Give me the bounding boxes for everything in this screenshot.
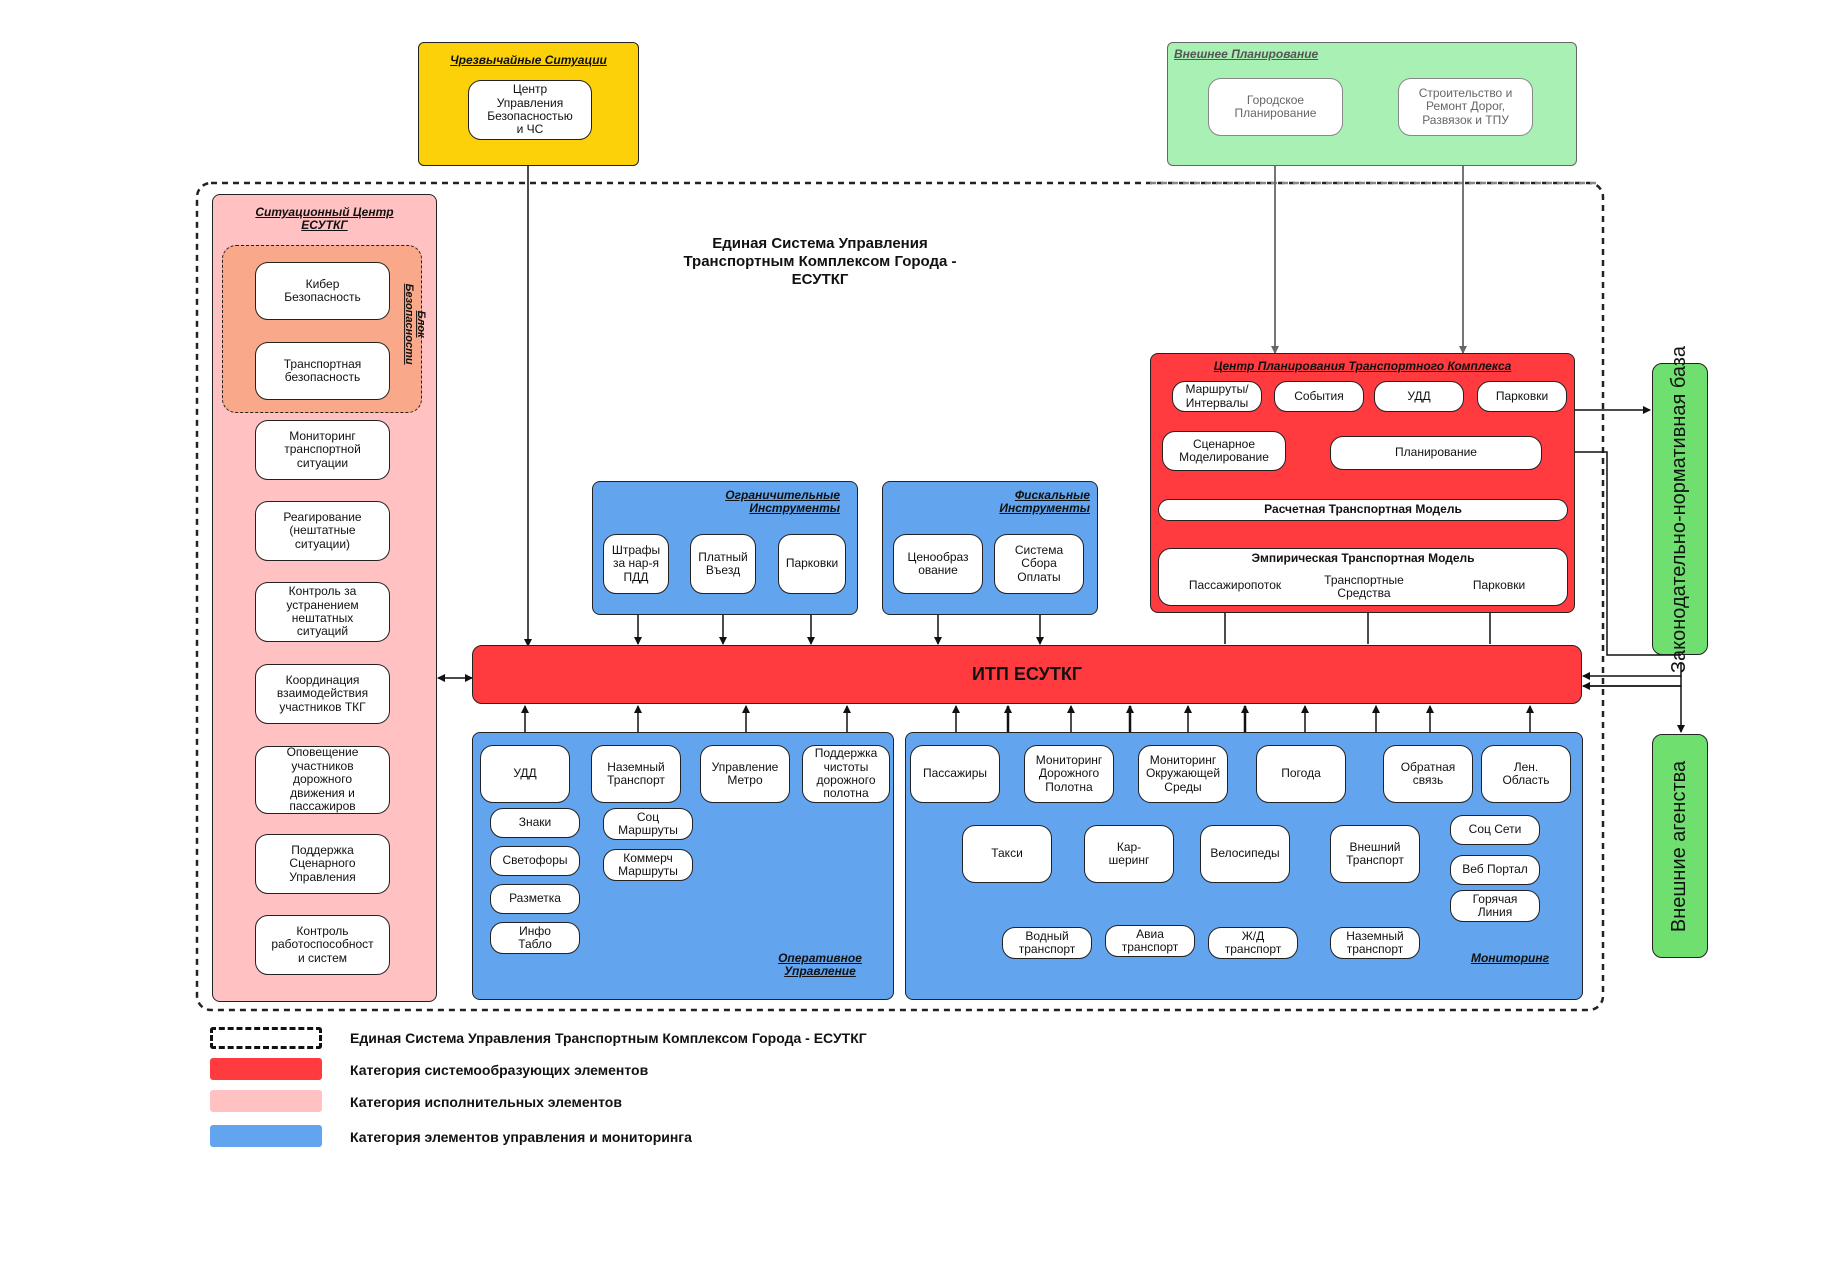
info-board-box[interactable]: Инфо Табло xyxy=(490,922,580,954)
bicycles-box[interactable]: Велосипеды xyxy=(1200,825,1290,883)
external-transport-box[interactable]: Внешний Транспорт xyxy=(1330,825,1420,883)
passengers-box[interactable]: Пассажиры xyxy=(910,745,1000,803)
paid-entry-box[interactable]: Платный Въезд xyxy=(690,534,756,594)
metro-management-box[interactable]: Управление Метро xyxy=(700,745,790,803)
events-box[interactable]: События xyxy=(1274,381,1364,412)
legend-label-red: Категория системообразующих элементов xyxy=(350,1062,649,1078)
fines-box[interactable]: Штрафы за нар-я ПДД xyxy=(603,534,669,594)
taxi-box[interactable]: Такси xyxy=(962,825,1052,883)
legend-label-pink: Категория исполнительных элементов xyxy=(350,1094,622,1110)
emergency-center-box[interactable]: Центр Управления Безопасностью и ЧС xyxy=(468,80,592,140)
calc-model-box[interactable]: Расчетная Транспортная Модель xyxy=(1158,499,1568,521)
web-portal-box[interactable]: Веб Портал xyxy=(1450,855,1540,885)
water-transport-box[interactable]: Водный транспорт xyxy=(1002,927,1092,959)
legend-swatch-system xyxy=(210,1027,322,1049)
emp-parking-label: Парковки xyxy=(1472,578,1526,592)
planning-udd-box[interactable]: УДД xyxy=(1374,381,1464,412)
weather-box[interactable]: Погода xyxy=(1256,745,1346,803)
transport-security-box[interactable]: Транспортная безопасность xyxy=(255,342,390,400)
planning-parking-box[interactable]: Парковки xyxy=(1477,381,1567,412)
environment-monitoring-box[interactable]: Мониторинг Окружающей Среды xyxy=(1138,745,1228,803)
emergency-panel xyxy=(418,42,639,166)
road-construction-box[interactable]: Строительство и Ремонт Дорог, Развязок и… xyxy=(1398,78,1533,136)
emergency-title: Чрезвычайные Ситуации xyxy=(450,53,607,67)
legend-swatch-pink xyxy=(210,1090,322,1112)
hotline-box[interactable]: Горячая Линия xyxy=(1450,890,1540,922)
restrictive-tools-title: Ограничительные Инструменты xyxy=(725,488,840,516)
external-agencies-label: Внешние агенства xyxy=(1668,760,1691,932)
system-title: Единая Система Управления Транспортным К… xyxy=(683,235,957,288)
empirical-model-box[interactable]: Эмпирическая Транспортная Модель Пассажи… xyxy=(1158,548,1568,606)
routes-intervals-box[interactable]: Маршруты/ Интервалы xyxy=(1172,381,1262,412)
social-networks-box[interactable]: Соц Сети xyxy=(1450,815,1540,845)
system-boundary xyxy=(195,181,1605,1012)
incident-control-box[interactable]: Контроль за устранением нештатных ситуац… xyxy=(255,582,390,642)
monitoring-situation-box[interactable]: Мониторинг транспортной ситуации xyxy=(255,420,390,480)
incident-response-box[interactable]: Реагирование (нештатные ситуации) xyxy=(255,501,390,561)
empirical-model-title: Эмпирическая Транспортная Модель xyxy=(1251,551,1475,565)
fiscal-tools-title: Фискальные Инструменты xyxy=(999,488,1090,516)
planning-center-title: Центр Планирования Транспортного Комплек… xyxy=(1213,359,1512,373)
security-block-label: Блок Безопасности xyxy=(403,283,428,365)
payment-system-box[interactable]: Система Сбора Оплаты xyxy=(994,534,1084,594)
legend-swatch-red xyxy=(210,1058,322,1080)
markings-box[interactable]: Разметка xyxy=(490,884,580,914)
external-planning-title: Внешнее Планирование xyxy=(1174,47,1319,61)
leningrad-region-box[interactable]: Лен. Область xyxy=(1481,745,1571,803)
road-monitoring-box[interactable]: Мониторинг Дорожного Полотна xyxy=(1024,745,1114,803)
road-cleaning-box[interactable]: Поддержка чистоты дорожного полотна xyxy=(802,745,890,803)
traffic-lights-box[interactable]: Светофоры xyxy=(490,846,580,876)
legend-label-system: Единая Система Управления Транспортным К… xyxy=(350,1030,867,1046)
operative-title: Оперативное Управление xyxy=(778,951,862,979)
ground-transport-box[interactable]: Наземный Транспорт xyxy=(591,745,681,803)
air-transport-box[interactable]: Авиа транспорт xyxy=(1105,925,1195,957)
pricing-box[interactable]: Ценообраз ование xyxy=(893,534,983,594)
feedback-box[interactable]: Обратная связь xyxy=(1383,745,1473,803)
scenario-modeling-box[interactable]: Сценарное Моделирование xyxy=(1162,431,1286,471)
legal-base-box[interactable]: Законодательно-нормативная база xyxy=(1652,345,1708,673)
legend-swatch-blue xyxy=(210,1125,322,1147)
commercial-routes-box[interactable]: Коммерч Маршруты xyxy=(603,849,693,881)
itp-bar[interactable]: ИТП ЕСУТКГ xyxy=(472,645,1582,704)
cyber-security-box[interactable]: Кибер Безопасность xyxy=(255,262,390,320)
notification-box[interactable]: Оповещение участников дорожного движения… xyxy=(255,746,390,814)
social-routes-box[interactable]: Соц Маршруты xyxy=(603,808,693,840)
external-agencies-box[interactable]: Внешние агенства xyxy=(1652,734,1708,958)
signs-box[interactable]: Знаки xyxy=(490,808,580,838)
rail-transport-box[interactable]: Ж/Д транспорт xyxy=(1208,927,1298,959)
vehicles-label: Транспортные Средства xyxy=(1324,573,1404,601)
coordination-box[interactable]: Координация взаимодействия участников ТК… xyxy=(255,664,390,724)
legend-label-blue: Категория элементов управления и монитор… xyxy=(350,1129,692,1145)
ground-transport-ext-box[interactable]: Наземный транспорт xyxy=(1330,927,1420,959)
situation-center-title: Ситуационный Центр ЕСУТКГ xyxy=(255,205,394,233)
systems-control-box[interactable]: Контроль работоспособност и систем xyxy=(255,915,390,975)
legal-base-label: Законодательно-нормативная база xyxy=(1668,345,1691,673)
carsharing-box[interactable]: Кар- шеринг xyxy=(1084,825,1174,883)
monitoring-title: Мониторинг xyxy=(1470,951,1550,965)
right-side-links xyxy=(1546,406,1685,733)
restrictive-parking-box[interactable]: Парковки xyxy=(778,534,846,594)
planning-box[interactable]: Планирование xyxy=(1330,436,1542,470)
urban-planning-box[interactable]: Городское Планирование xyxy=(1208,78,1343,136)
passenger-flow-label: Пассажиропоток xyxy=(1188,578,1282,592)
scenario-support-box[interactable]: Поддержка Сценарного Управления xyxy=(255,834,390,894)
operative-udd-box[interactable]: УДД xyxy=(480,745,570,803)
